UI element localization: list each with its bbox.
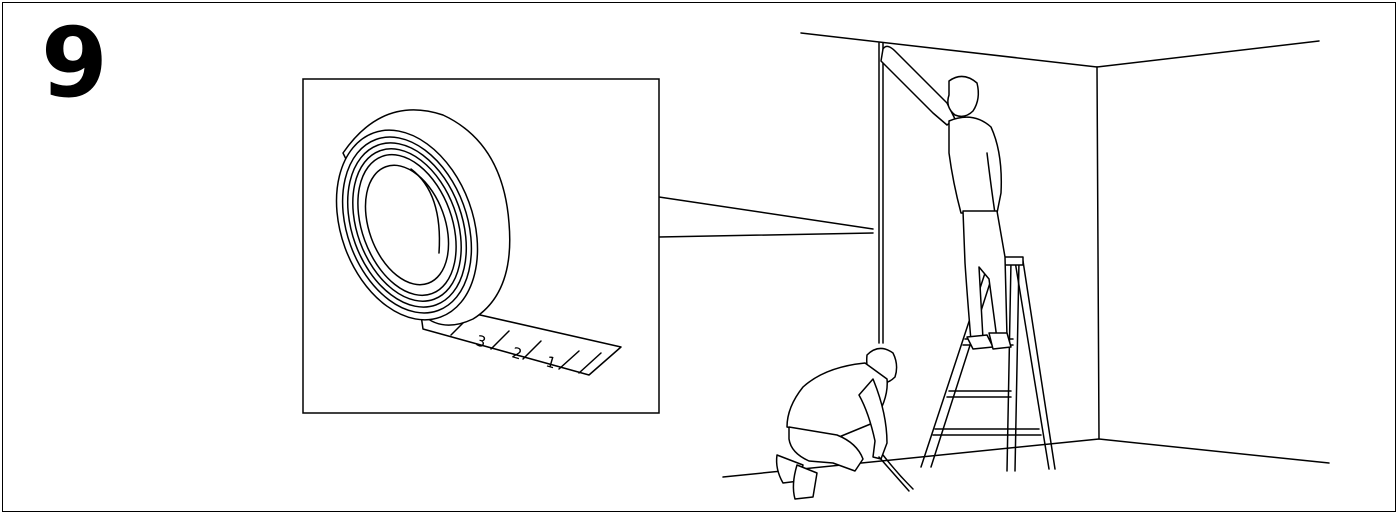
- detail-callout: 3 2 1: [303, 79, 659, 413]
- standing-person: [881, 46, 1011, 349]
- tape-end-on-floor: [879, 457, 909, 491]
- standing-person-arm: [881, 46, 955, 125]
- kneeling-person: [777, 348, 913, 499]
- ceiling-line-right: [1097, 41, 1319, 67]
- callout-pointer: [659, 197, 873, 237]
- floor-line-right: [1099, 439, 1329, 463]
- ceiling-line-left: [801, 33, 1097, 67]
- room-corner-line: [1097, 67, 1099, 439]
- illustration: 3 2 1: [3, 3, 1397, 513]
- standing-person-legs: [963, 211, 1007, 341]
- stepladder: [921, 257, 1055, 471]
- standing-person-head: [948, 76, 978, 116]
